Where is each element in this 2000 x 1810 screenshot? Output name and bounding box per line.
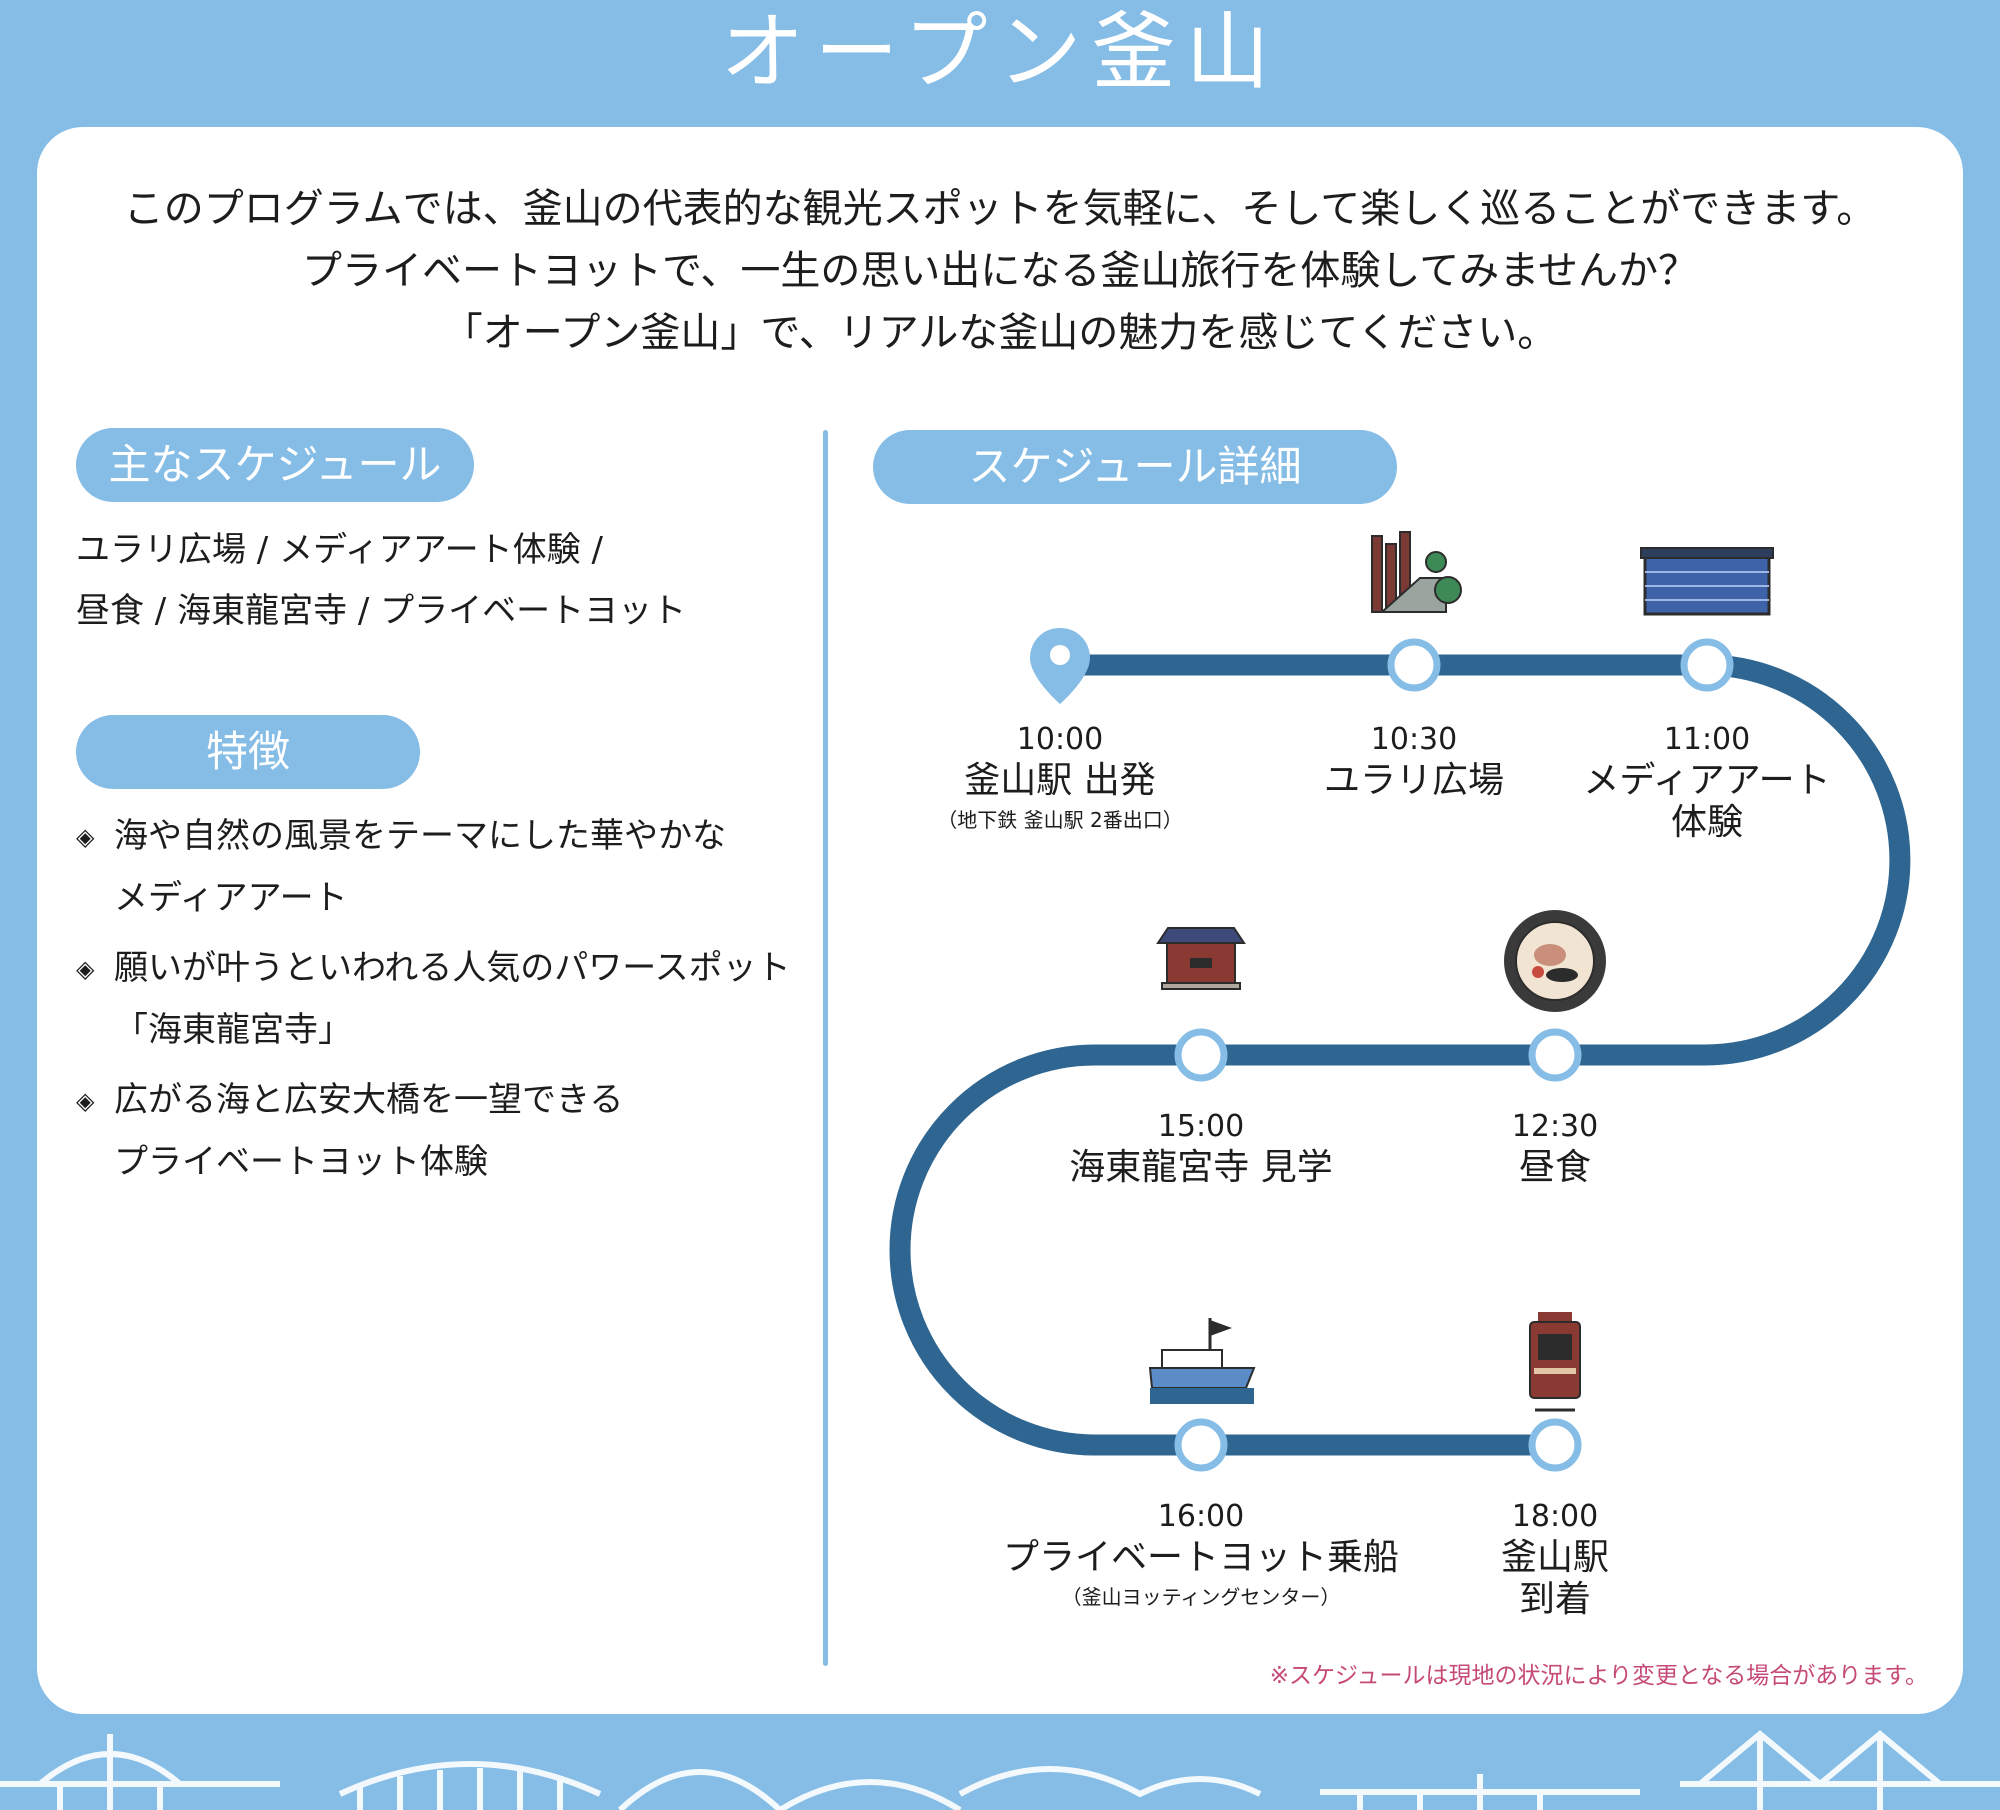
park-icon bbox=[1371, 531, 1462, 613]
main-schedule-list: ユラリ広場 / メディアアート体験 / 昼食 / 海東龍宮寺 / プライベートヨ… bbox=[76, 520, 686, 642]
stop-name: 釜山駅 bbox=[1500, 1537, 1609, 1578]
schedule-detail-heading: スケジュール詳細 bbox=[873, 430, 1397, 504]
stop-subtitle: （釜山ヨッティングセンター） bbox=[1061, 1585, 1341, 1609]
stop-name: メディアアート bbox=[1583, 760, 1831, 801]
map-pin-icon bbox=[1030, 628, 1090, 704]
feature-item: ◈ 願いが叶うといわれる人気のパワースポット 「海東龍宮寺」 bbox=[76, 938, 791, 1061]
bridge-icon bbox=[1680, 1730, 2000, 1810]
train-icon bbox=[1529, 1312, 1581, 1412]
diamond-icon: ◈ bbox=[76, 1087, 95, 1115]
stop-time: 11:00 bbox=[1663, 722, 1751, 757]
temple-icon bbox=[1156, 927, 1246, 990]
stop-name: ユラリ広場 bbox=[1323, 760, 1504, 801]
stop-arrival: 18:00 釜山駅 到着 bbox=[1405, 1497, 1705, 1621]
intro-line: このプログラムでは、釜山の代表的な観光スポットを気軽に、そして楽しく巡ることがで… bbox=[123, 186, 1877, 232]
feature-text: 「海東龍宮寺」 bbox=[114, 1010, 352, 1050]
feature-text: 願いが叶うといわれる人気のパワースポット bbox=[114, 948, 791, 988]
stop-time: 10:30 bbox=[1370, 722, 1458, 757]
stop-subtitle: （地下鉄 釜山駅 2番出口） bbox=[937, 808, 1183, 832]
stop-time: 18:00 bbox=[1511, 1499, 1599, 1534]
route-line bbox=[889, 654, 1911, 1456]
feature-item: ◈ 海や自然の風景をテーマにした華やかな メディアアート bbox=[76, 806, 726, 929]
schedule-line: ユラリ広場 / メディアアート体験 / bbox=[76, 530, 603, 570]
bridge-skyline-decoration bbox=[0, 1730, 2000, 1810]
stop-name: 昼食 bbox=[1518, 1147, 1591, 1188]
stop-marker bbox=[1528, 1028, 1582, 1082]
stop-marker bbox=[1680, 638, 1734, 692]
stop-name-line2: 体験 bbox=[1670, 802, 1743, 843]
schedule-note: ※スケジュールは現地の状況により変更となる場合があります。 bbox=[1269, 1663, 1928, 1689]
bridge-icon bbox=[617, 1769, 962, 1810]
stop-marker bbox=[1387, 638, 1441, 692]
page-title: オープン釜山 bbox=[720, 3, 1280, 101]
feature-text: 広がる海と広安大橋を一望できる bbox=[114, 1080, 624, 1120]
stop-yacht: 16:00 プライベートヨット乗船 （釜山ヨッティングセンター） bbox=[1001, 1497, 1401, 1615]
main-schedule-heading: 主なスケジュール bbox=[76, 428, 474, 502]
stop-time: 10:00 bbox=[1016, 722, 1104, 757]
stop-temple: 15:00 海東龍宮寺 見学 bbox=[1021, 1107, 1381, 1189]
bridge-icon bbox=[958, 1766, 1262, 1798]
content-card bbox=[37, 127, 1963, 1714]
bridge-icon bbox=[1320, 1774, 1640, 1810]
stop-name-line2: 到着 bbox=[1518, 1579, 1591, 1620]
stop-time: 12:30 bbox=[1511, 1109, 1599, 1144]
diamond-icon: ◈ bbox=[76, 955, 95, 983]
yacht-icon bbox=[1148, 1318, 1256, 1404]
stop-time: 16:00 bbox=[1157, 1499, 1245, 1534]
stop-name: 海東龍宮寺 見学 bbox=[1069, 1147, 1333, 1188]
stop-departure: 10:00 釜山駅 出発 （地下鉄 釜山駅 2番出口） bbox=[910, 720, 1210, 838]
stop-marker bbox=[1174, 1028, 1228, 1082]
column-divider bbox=[823, 430, 828, 1666]
stop-media-art: 11:00 メディアアート 体験 bbox=[1557, 720, 1857, 844]
feature-text: プライベートヨット体験 bbox=[114, 1142, 488, 1182]
stop-name: プライベートヨット乗船 bbox=[1002, 1537, 1399, 1578]
stop-marker bbox=[1528, 1418, 1582, 1472]
building-icon bbox=[1640, 547, 1774, 616]
feature-text: 海や自然の風景をテーマにした華やかな bbox=[114, 816, 726, 856]
stop-time: 15:00 bbox=[1157, 1109, 1245, 1144]
stop-name: 釜山駅 出発 bbox=[964, 760, 1156, 801]
schedule-line: 昼食 / 海東龍宮寺 / プライベートヨット bbox=[76, 591, 687, 631]
hotpot-icon bbox=[1504, 910, 1606, 1012]
intro-line: 「オープン釜山」で、リアルな釜山の魅力を感じてください。 bbox=[442, 310, 1558, 356]
stop-marker bbox=[1174, 1418, 1228, 1472]
intro-text: このプログラムでは、釜山の代表的な観光スポットを気軽に、そして楽しく巡ることがで… bbox=[0, 178, 2000, 364]
features-heading: 特徴 bbox=[76, 715, 420, 789]
bridge-icon bbox=[338, 1761, 602, 1810]
feature-text: メディアアート bbox=[114, 878, 348, 918]
stop-yurari: 10:30 ユラリ広場 bbox=[1264, 720, 1564, 802]
bridge-icon bbox=[38, 1734, 182, 1810]
intro-line: プライベートヨットで、一生の思い出になる釜山旅行を体験してみませんか？ bbox=[302, 248, 1698, 294]
diamond-icon: ◈ bbox=[76, 823, 95, 851]
feature-item: ◈ 広がる海と広安大橋を一望できる プライベートヨット体験 bbox=[76, 1070, 623, 1193]
stop-lunch: 12:30 昼食 bbox=[1405, 1107, 1705, 1189]
